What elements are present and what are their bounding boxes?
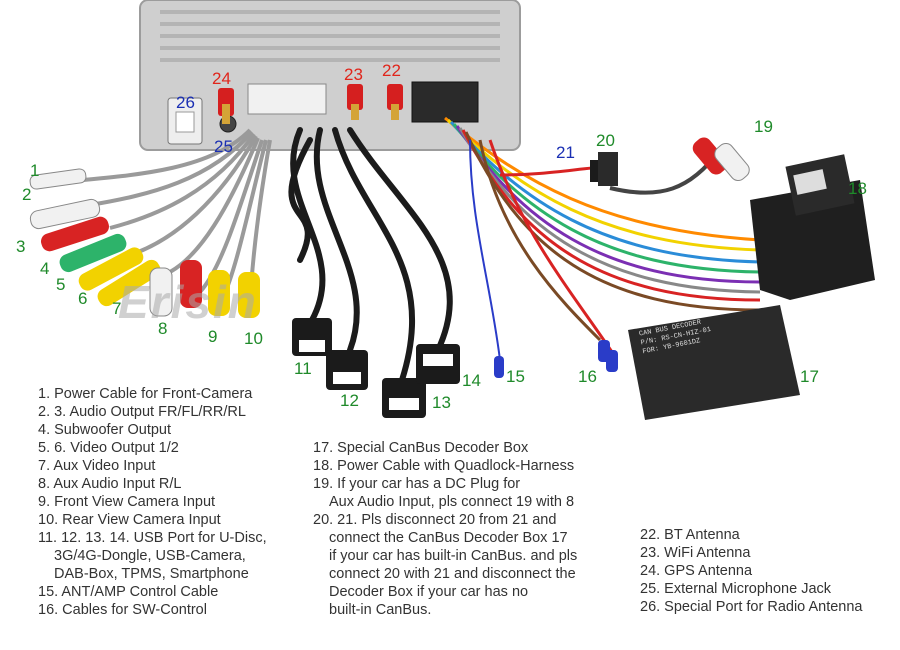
callout-1: 1	[30, 161, 40, 180]
legend-item: connect the CanBus Decoder Box 17	[329, 530, 568, 546]
callout-10: 10	[244, 329, 263, 348]
callout-19: 19	[754, 117, 773, 136]
callout-3: 3	[16, 237, 26, 256]
callout-2: 2	[22, 185, 32, 204]
legend-item: 17. Special CanBus Decoder Box	[313, 440, 529, 456]
callout-7: 7	[112, 299, 122, 318]
callout-8: 8	[158, 319, 168, 338]
callout-24: 24	[212, 69, 231, 88]
canbus-decoder-box	[628, 305, 800, 420]
legend-item: if your car has built-in CanBus. and pls	[329, 548, 578, 564]
callout-23: 23	[344, 65, 363, 84]
aux-rca-19	[692, 137, 750, 181]
callout-26: 26	[176, 93, 195, 112]
legend-item: Decoder Box if your car has no	[329, 584, 529, 600]
legend-item: Aux Audio Input, pls connect 19 with 8	[329, 494, 575, 510]
small-connectors	[494, 340, 618, 378]
callout-13: 13	[432, 393, 451, 412]
callout-9: 9	[208, 327, 218, 346]
callout-12: 12	[340, 391, 359, 410]
quadlock-harness	[750, 154, 875, 300]
legend-item: 16. Cables for SW-Control	[38, 602, 207, 618]
callout-5: 5	[56, 275, 66, 294]
legend-item: 25. External Microphone Jack	[640, 581, 832, 597]
usb-plugs	[292, 318, 460, 418]
legend-item: DAB-Box, TPMS, Smartphone	[54, 566, 249, 582]
legend-item: 11. 12. 13. 14. USB Port for U-Disc,	[38, 530, 267, 546]
legend-item: 22. BT Antenna	[640, 527, 740, 543]
callout-14: 14	[462, 371, 481, 390]
callout-18: 18	[848, 179, 867, 198]
callout-15: 15	[506, 367, 525, 386]
legend-item: 1. Power Cable for Front-Camera	[38, 386, 253, 402]
legend-item: 8. Aux Audio Input R/L	[38, 476, 182, 492]
legend-item: 10. Rear View Camera Input	[38, 512, 221, 528]
rca-plugs	[29, 168, 260, 318]
legend-item: 2. 3. Audio Output FR/FL/RR/RL	[38, 404, 246, 420]
legend-column-2: 17. Special CanBus Decoder Box 18. Power…	[313, 439, 577, 619]
legend-item: 19. If your car has a DC Plug for	[313, 476, 521, 492]
legend-item: 5. 6. Video Output 1/2	[38, 440, 179, 456]
legend-item: connect 20 with 21 and disconnect the	[329, 566, 576, 582]
callout-6: 6	[78, 289, 88, 308]
canbus-plugs	[590, 152, 618, 186]
legend-item: 15. ANT/AMP Control Cable	[38, 584, 219, 600]
legend-column-1: 1. Power Cable for Front-Camera 2. 3. Au…	[38, 385, 267, 619]
brand-watermark: Erisin	[118, 276, 258, 328]
callout-17: 17	[800, 367, 819, 386]
callout-25: 25	[214, 137, 233, 156]
usb-cables	[288, 127, 453, 383]
legend-item: 23. WiFi Antenna	[640, 545, 751, 561]
callout-4: 4	[40, 259, 50, 278]
legend-item: 4. Subwoofer Output	[38, 422, 171, 438]
legend-item: 26. Special Port for Radio Antenna	[640, 599, 863, 615]
legend-item: 3G/4G-Dongle, USB-Camera,	[54, 548, 246, 564]
legend-item: 7. Aux Video Input	[38, 458, 156, 474]
legend-item: 20. 21. Pls disconnect 20 from 21 and	[313, 512, 557, 528]
antenna-connectors	[218, 84, 403, 124]
callout-11: 11	[294, 359, 312, 378]
legend-item: 18. Power Cable with Quadlock-Harness	[313, 458, 575, 474]
rca-cables	[59, 128, 272, 301]
callout-20: 20	[596, 131, 615, 150]
callout-22: 22	[382, 61, 401, 80]
quadlock-wires	[444, 116, 761, 361]
legend-item: built-in CanBus.	[329, 602, 432, 618]
callout-16: 16	[578, 367, 597, 386]
callout-21: 21	[556, 143, 575, 162]
legend-item: 9. Front View Camera Input	[38, 494, 216, 510]
legend-column-3: 22. BT Antenna 23. WiFi Antenna 24. GPS …	[640, 526, 862, 616]
legend-item: 24. GPS Antenna	[640, 563, 753, 579]
head-unit-chassis	[139, 0, 521, 151]
